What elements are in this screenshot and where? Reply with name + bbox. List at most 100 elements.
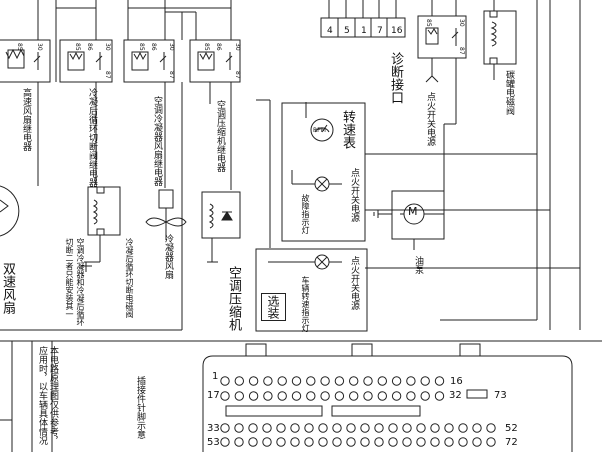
diag-pin-label: 7 <box>377 26 383 36</box>
ecu-pin <box>388 437 398 447</box>
motor-text: M <box>408 205 418 218</box>
diag-pin-label: 5 <box>344 26 350 36</box>
ecu-pin-label: 33 <box>207 423 220 434</box>
ecu-pin <box>220 437 230 447</box>
label-fault-lamp: 故障指示灯 <box>301 194 310 234</box>
relay-pin-label: 85 <box>74 43 81 51</box>
relay-pin-label: 85 <box>425 19 432 27</box>
ignition-relay <box>417 0 467 214</box>
relay-pin-label: 86 <box>215 43 222 51</box>
relay-pin-label: 30 <box>168 43 175 51</box>
ecu-pin <box>334 376 345 386</box>
ecu-pin <box>444 437 454 447</box>
ecu-pin <box>360 437 370 447</box>
ecu-pin <box>377 376 387 386</box>
ecu-pin <box>402 423 412 433</box>
ecu-pin <box>374 423 384 433</box>
speed-lamp-box <box>255 248 368 332</box>
canister-valve <box>483 0 517 80</box>
ecu-pin <box>320 391 330 401</box>
optional-tag: 选装 <box>261 293 286 321</box>
ecu-pin <box>472 437 482 447</box>
ecu-pin <box>248 391 259 401</box>
diag-connector <box>320 0 406 38</box>
ecu-pin-label: 1 <box>212 371 219 382</box>
ecu-pin <box>263 376 273 386</box>
ecu-pin <box>416 423 426 433</box>
ecu-pin <box>434 376 445 386</box>
compressor-clutch <box>201 191 241 263</box>
ecu-pin <box>458 437 468 447</box>
label-cutoff-valve: 冷凝后循环切断电磁阀 <box>125 238 134 318</box>
relay-pin-label: 87 <box>104 71 111 79</box>
ecu-pin-label: 52 <box>505 423 518 434</box>
ecu-pin <box>486 437 496 447</box>
dual-fan-symbol <box>0 185 20 237</box>
ecu-pin <box>248 437 258 447</box>
ecu-pin <box>234 391 245 401</box>
ecu-pin <box>486 423 496 433</box>
ecu-pin <box>248 376 259 386</box>
right-bus <box>256 0 581 330</box>
label-ignition-1: 点火开关电源 <box>349 168 359 222</box>
relay-pin-label: 30 <box>458 19 465 27</box>
ecu-pin <box>276 423 286 433</box>
ecu-pin <box>304 437 314 447</box>
ecu-pin <box>318 423 328 433</box>
ecu-pin-label: 72 <box>505 437 518 448</box>
ecu-pin <box>291 376 302 386</box>
label-speed-lamp: 车辆转速指示灯 <box>301 276 310 332</box>
ecu-pin-grid <box>220 376 496 447</box>
ecu-pin-label: 16 <box>450 376 463 387</box>
relay-pin-label: 87 <box>458 47 465 55</box>
ecu-pin <box>306 391 316 401</box>
ecu-pin <box>458 423 468 433</box>
ecu-pin <box>304 423 314 433</box>
label-fuel-pump: 油泵 <box>413 256 423 274</box>
ecu-pin <box>377 391 387 401</box>
ecu-pin <box>248 423 258 433</box>
relay-pin-label: 87 <box>234 71 241 79</box>
ecu-pin <box>434 391 445 401</box>
rpm-text: RPM <box>313 127 326 134</box>
ecu-pin <box>416 437 426 447</box>
ecu-pin-label: 73 <box>494 390 507 401</box>
tachometer-box <box>281 102 366 242</box>
ecu-pin <box>262 423 272 433</box>
ecu-pin <box>277 391 287 401</box>
condenser-fan-symbol <box>145 189 187 240</box>
ecu-connector-body <box>202 343 573 452</box>
relay-ac-cond-fan <box>123 39 175 188</box>
ecu-pin <box>420 391 430 401</box>
ecu-pin <box>291 391 302 401</box>
ecu-pin <box>263 391 273 401</box>
ecu-pin <box>290 423 300 433</box>
ecu-pin <box>391 391 402 401</box>
label-cond-note: 空调冷凝器和冷凝后循环切断二者只能安装其一 <box>65 238 85 326</box>
ecu-pin <box>444 423 454 433</box>
label-high-fan-relay: 高速风扇继电器 <box>21 88 31 151</box>
relay-pin-label: 85 <box>16 43 23 51</box>
ecu-pin <box>234 437 244 447</box>
label-tachometer: 转速表 <box>340 110 355 149</box>
ecu-pin <box>262 437 272 447</box>
ecu-pin <box>320 376 330 386</box>
label-dual-fan: 双速风扇 <box>0 262 15 314</box>
ecu-pin <box>391 376 402 386</box>
label-ac-cond-fan-relay: 空调冷凝器风扇继电器 <box>152 96 162 186</box>
relay-high-speed-fan <box>0 39 51 83</box>
ecu-pin <box>332 423 342 433</box>
ecu-pin <box>349 391 359 401</box>
ecu-pin <box>306 376 316 386</box>
ecu-pin <box>402 437 412 447</box>
bottom-frame <box>0 340 602 452</box>
diag-pin-label: 1 <box>361 26 367 36</box>
diag-pin-label: 4 <box>327 26 333 36</box>
relay-cond-cutoff <box>55 39 113 185</box>
ecu-pin <box>472 423 482 433</box>
ecu-pin <box>360 423 370 433</box>
ecu-pin <box>334 391 345 401</box>
relay-pin-label: 30 <box>234 43 241 51</box>
ecu-pin-label: 32 <box>449 390 462 401</box>
